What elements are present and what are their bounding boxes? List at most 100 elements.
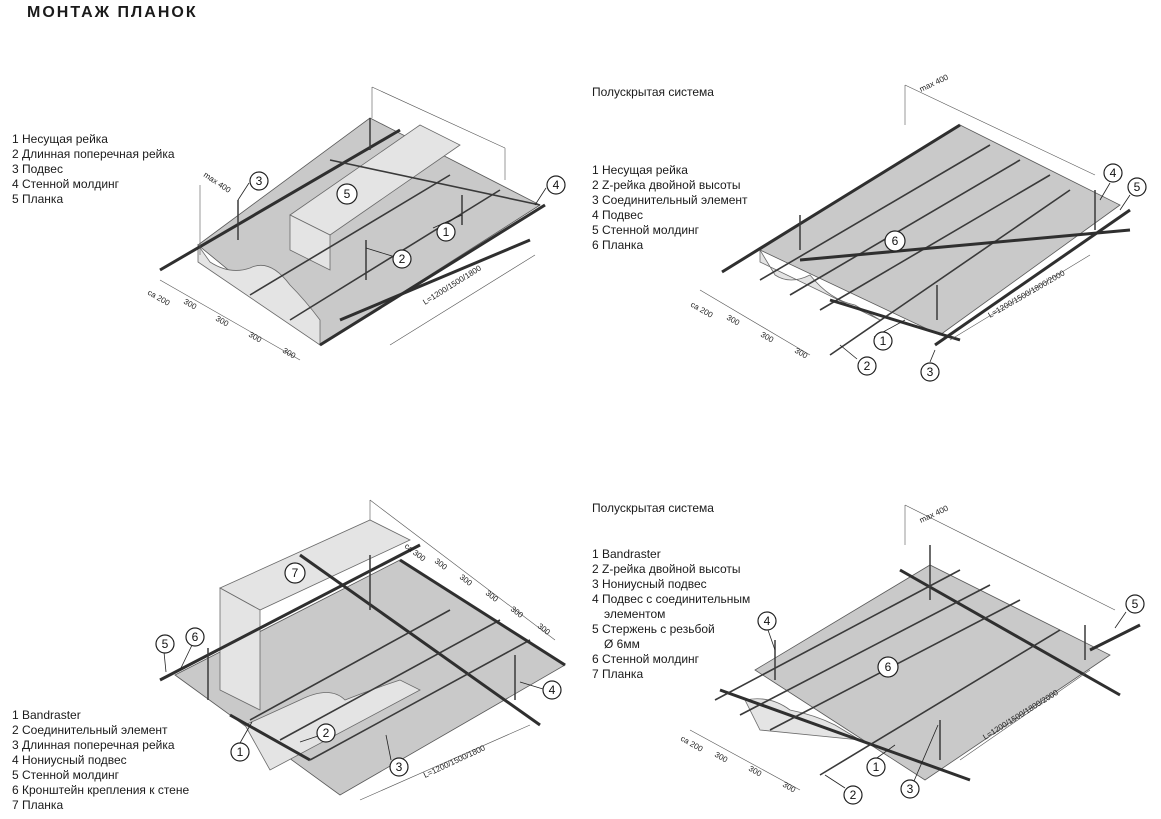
legend-item: 5 Планка [12, 192, 64, 206]
callout-number: 2 [399, 252, 406, 266]
long-cross-rail [329, 159, 541, 206]
legend-bottom-left: 1 Bandraster 2 Соединительный элемент 3 … [12, 708, 189, 813]
legend-item-continuation: Ø 6мм [604, 637, 640, 651]
leader-line [432, 214, 463, 229]
callout-number: 2 [850, 788, 857, 802]
dim-label: 300 [182, 297, 199, 312]
dim-label: 300 [725, 313, 742, 328]
leader-line [929, 349, 936, 363]
leader-line [1114, 611, 1127, 629]
callout-number: 4 [549, 683, 556, 697]
dim-label: ca 200 [689, 300, 715, 320]
callout-circle [857, 356, 877, 376]
z-rail [714, 569, 961, 701]
callout-circle [1127, 177, 1147, 197]
dim-label: ca 200 [679, 734, 705, 754]
callout-number: 1 [880, 334, 887, 348]
diagram-bottom-right: max 400 L=1200/1500/1800/2000 ca 200 300… [679, 503, 1145, 805]
panel-area [754, 564, 1111, 781]
dim-line [359, 724, 531, 801]
legend-item: 5 Стенной молдинг [592, 223, 700, 237]
callout-number: 5 [344, 187, 351, 201]
callout-number: 3 [396, 760, 403, 774]
z-rail [759, 144, 991, 281]
panel-area [759, 124, 1121, 336]
leader-line [239, 721, 253, 744]
dim-line [371, 86, 506, 149]
callout-number: 4 [764, 614, 771, 628]
callout-number: 2 [323, 726, 330, 740]
cross-rail [279, 619, 501, 741]
cross-rail [829, 298, 961, 342]
max-label: max 400 [918, 72, 950, 93]
subtitle-top-right: Полускрытая система [592, 85, 714, 99]
callout-circle [392, 249, 412, 269]
leader-line [824, 774, 846, 789]
page-title: МОНТАЖ ПЛАНОК [27, 4, 198, 21]
leader-line [179, 642, 194, 671]
callout-circle [757, 611, 777, 631]
leader-line [519, 681, 544, 690]
callout-number: 3 [927, 365, 934, 379]
legend-item: 3 Нониусный подвес [592, 577, 707, 591]
callout-circle [316, 723, 336, 743]
dim-line [904, 84, 1096, 176]
callout-circle [920, 362, 940, 382]
dim-label: 300 [536, 621, 552, 637]
legend-item: 3 Длинная поперечная рейка [12, 738, 175, 752]
callout-number: 5 [162, 637, 169, 651]
dim-line [369, 499, 556, 641]
legend-item: 1 Bandraster [12, 708, 81, 722]
leader-line [839, 344, 858, 360]
dim-line [699, 289, 811, 356]
callout-number: 1 [873, 760, 880, 774]
length-label: L=1200/1500/1800 [422, 743, 487, 780]
leader-line [534, 187, 547, 206]
callout-number: 4 [553, 178, 560, 192]
cross-rail [309, 639, 531, 761]
leader-line [1099, 182, 1111, 201]
callout-number: 1 [443, 225, 450, 239]
carrier-rail [319, 203, 546, 347]
legend-item-continuation: элементом [604, 607, 666, 621]
callout-number: 6 [192, 630, 199, 644]
dim-label: 300 [793, 346, 810, 361]
callout-circle [1103, 163, 1123, 183]
dim-label: 300 [433, 556, 449, 572]
callout-number: 6 [892, 234, 899, 248]
legend-item: 6 Стенной молдинг [592, 652, 700, 666]
z-rail [739, 584, 991, 716]
legend-item: 1 Bandraster [592, 547, 661, 561]
callout-number: 2 [864, 359, 871, 373]
bandraster [719, 688, 971, 782]
callout-circle [249, 171, 269, 191]
callout-circle [546, 175, 566, 195]
z-rail [819, 174, 1051, 311]
legend-item: 1 Несущая рейка [592, 163, 688, 177]
long-cross-rail [339, 238, 531, 322]
legend-item: 6 Кронштейн крепления к стене [12, 783, 190, 797]
z-rail [829, 189, 1071, 356]
legend-item: 7 Планка [592, 667, 644, 681]
cross-rail [249, 174, 451, 296]
callout-circle [873, 331, 893, 351]
callout-circle [900, 779, 920, 799]
carrier-rail [721, 123, 961, 274]
z-rail [789, 159, 1021, 296]
diagram-top-right: max 400 L=1200/1500/1800/2000 ca 200 300… [689, 72, 1147, 382]
callout-number: 3 [256, 174, 263, 188]
dim-label: 300 [458, 572, 474, 588]
leader-line [873, 744, 896, 761]
subtitle-bottom-right: Полускрытая система [592, 501, 714, 515]
legend-item: 5 Стенной молдинг [12, 768, 120, 782]
callout-number: 7 [292, 566, 299, 580]
diagram-bottom-left: ca 300 300 300 300 300 300 L=1200/1500/1… [155, 499, 566, 801]
dim-line [389, 254, 536, 346]
panel-area [197, 117, 541, 346]
legend-item: 2 Соединительный элемент [12, 723, 168, 737]
callout-number: 3 [907, 782, 914, 796]
legend-item: 6 Планка [592, 238, 644, 252]
wall-molding [1089, 623, 1141, 652]
legend-item: 4 Подвес с соединительным [592, 592, 751, 606]
